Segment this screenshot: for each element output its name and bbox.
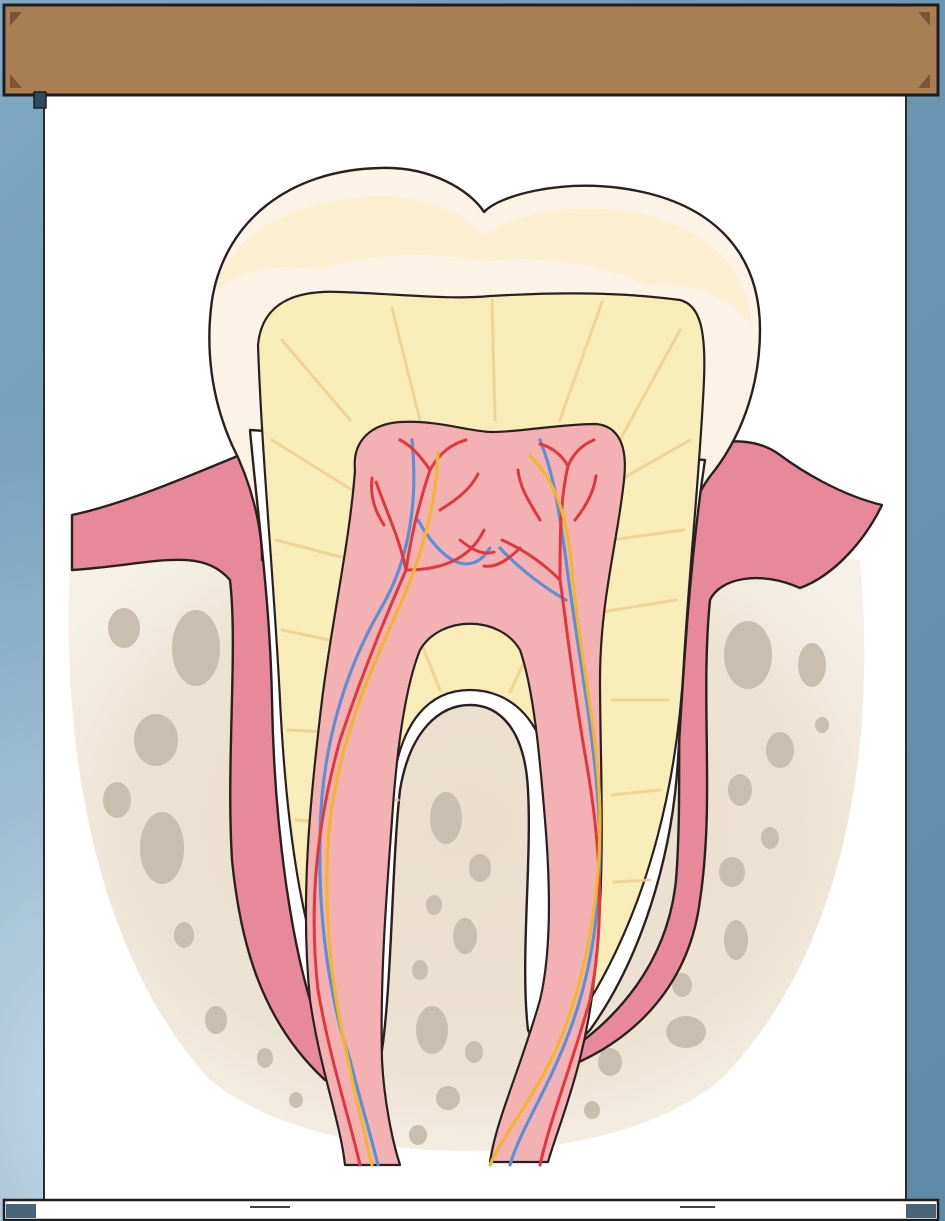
chart-bottom-roller [4,1200,938,1220]
chart-top-roller [4,5,938,108]
